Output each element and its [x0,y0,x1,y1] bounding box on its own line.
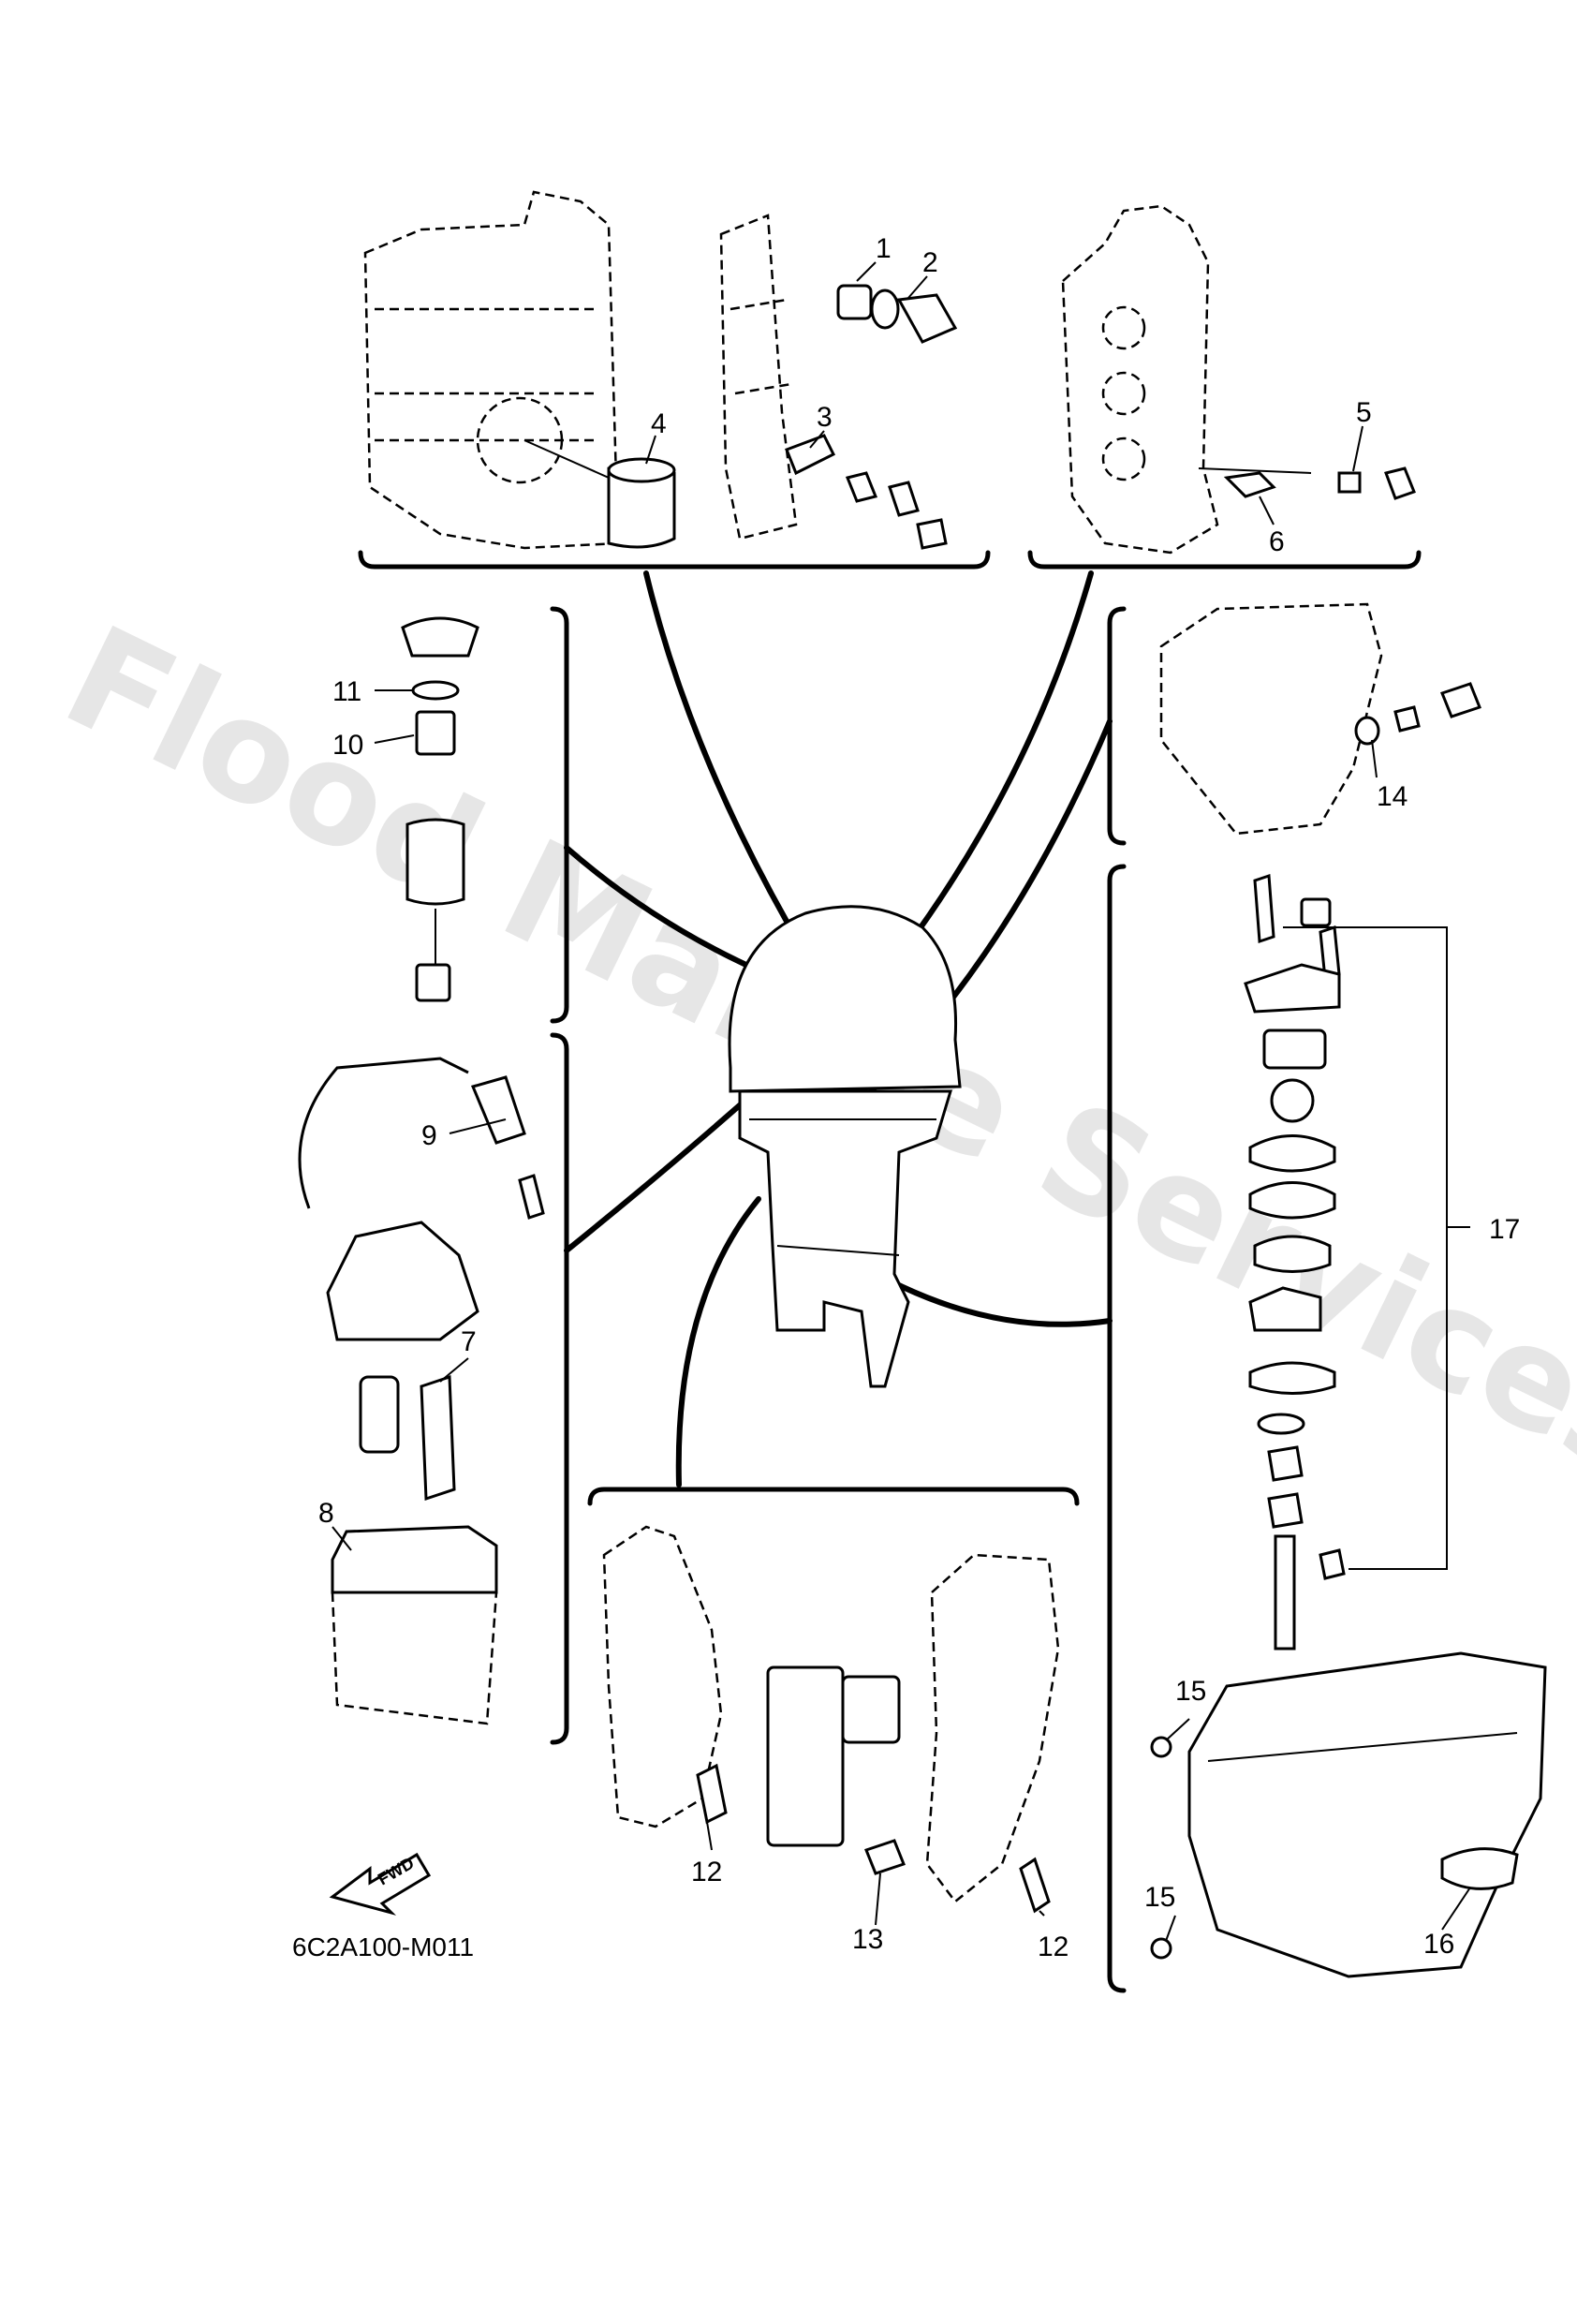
thermostat-cover [896,293,958,344]
bracket-right-lower [1107,864,1127,1993]
temperature-sensor [1223,471,1276,498]
pump-base [1248,1286,1322,1332]
trim-tilt-cylinder [766,1665,845,1847]
fuel-filter-head [401,616,479,658]
curve-to-trim-tilt [675,1196,761,1488]
part-labels: 1 2 3 4 5 6 7 8 9 10 11 12 12 13 14 15 1… [318,233,1520,1962]
thermostat-gasket [870,289,900,330]
label-part-5: 5 [1356,397,1372,428]
pump-gasket-inner [1253,1235,1332,1273]
cylinder-head [1061,204,1219,555]
fuel-filter-group [401,616,479,1002]
fuel-hose-joint [470,1075,526,1145]
anode [785,434,836,476]
bracket-right-upper [1107,606,1127,846]
outer-plate-cartridge [1248,1181,1336,1220]
exhaust-guide [1159,602,1383,836]
outboard-motor-silhouette [728,905,962,1388]
leader-17-bus [1283,926,1448,1570]
impeller [1270,1078,1315,1123]
thermostat [836,284,873,320]
section-brackets [358,550,1422,1993]
fwd-arrow-icon [329,1852,432,1916]
pump-insert [1262,1029,1327,1070]
curve-to-block [643,570,818,972]
exhaust-cover [719,214,798,540]
vapor-separator-cover [326,1221,479,1341]
electric-fuel-pump [359,1375,400,1454]
clamp-bracket-right [925,1553,1060,1903]
gasket-vapor-separator [331,1525,498,1594]
label-part-10: 10 [332,730,363,761]
o-ring-exhaust-guide [1354,716,1380,746]
gasket-lower [1150,1937,1172,1960]
o-ring [411,680,460,701]
gasket-upper [1150,1736,1172,1758]
label-part-14: 14 [1377,781,1408,812]
woodruff-key [1319,1548,1346,1580]
plug [1337,471,1362,494]
water-pump-kit-group [1150,873,1547,1978]
diagram-code: 6C2A100-M011 [292,1932,474,1961]
vapor-separator-group [298,1057,545,1725]
forward-direction-arrow: FWD [329,1852,432,1916]
label-part-12-right: 12 [1038,1932,1069,1962]
anode-right [1019,1857,1051,1914]
exhaust-cover-group [719,214,958,550]
trim-tilt-motor [841,1675,901,1744]
fuel-filter-element [415,710,456,756]
fuel-filter-cup [405,818,465,906]
outboard-midsection [738,1089,953,1388]
curve-to-head [887,570,1094,972]
label-part-7: 7 [461,1326,477,1357]
drive-shaft [1274,1534,1296,1650]
pump-gasket-outer [1248,1134,1336,1173]
anode-left [696,1763,728,1825]
vapor-separator-body [331,1591,498,1725]
label-part-4: 4 [651,408,667,439]
label-part-9: 9 [421,1120,437,1151]
cylinder-head-group [1061,204,1416,555]
label-part-15-lower: 15 [1144,1882,1175,1913]
o-ring-pump [1257,1413,1305,1435]
leader-lines [332,261,1471,1942]
pump-base-gasket [1248,1361,1336,1395]
label-part-11: 11 [332,676,361,707]
pump-housing [1244,963,1341,1014]
fuel-hose [298,1057,469,1209]
label-part-3: 3 [817,402,833,433]
label-part-16: 16 [1423,1929,1454,1960]
label-part-8: 8 [318,1498,334,1529]
label-part-2: 2 [922,247,938,278]
bracket-left-upper [550,606,569,1024]
label-part-15-upper: 15 [1175,1676,1206,1707]
label-part-6: 6 [1269,526,1285,557]
bracket-bottom-center [587,1487,1080,1506]
clamp-bracket-left [602,1525,723,1828]
cylinder-block-group [363,190,676,550]
anode-trim-tilt [864,1839,906,1875]
exhaust-guide-group [1159,602,1481,836]
lower-unit-gear-case [1187,1651,1547,1978]
bracket-left-lower [550,1032,569,1745]
bracket-top-right [1027,550,1422,570]
outboard-cowling [728,905,962,1093]
fuel-strainer [420,1374,456,1502]
bracket-top-left [358,550,991,570]
cylinder-block [363,190,620,550]
label-part-17: 17 [1489,1214,1520,1245]
label-part-12-left: 12 [691,1857,722,1887]
label-part-13: 13 [852,1924,883,1955]
label-part-1: 1 [876,233,892,264]
trim-tab-anode [1440,1847,1519,1890]
trim-tilt-group [602,1525,1060,1914]
